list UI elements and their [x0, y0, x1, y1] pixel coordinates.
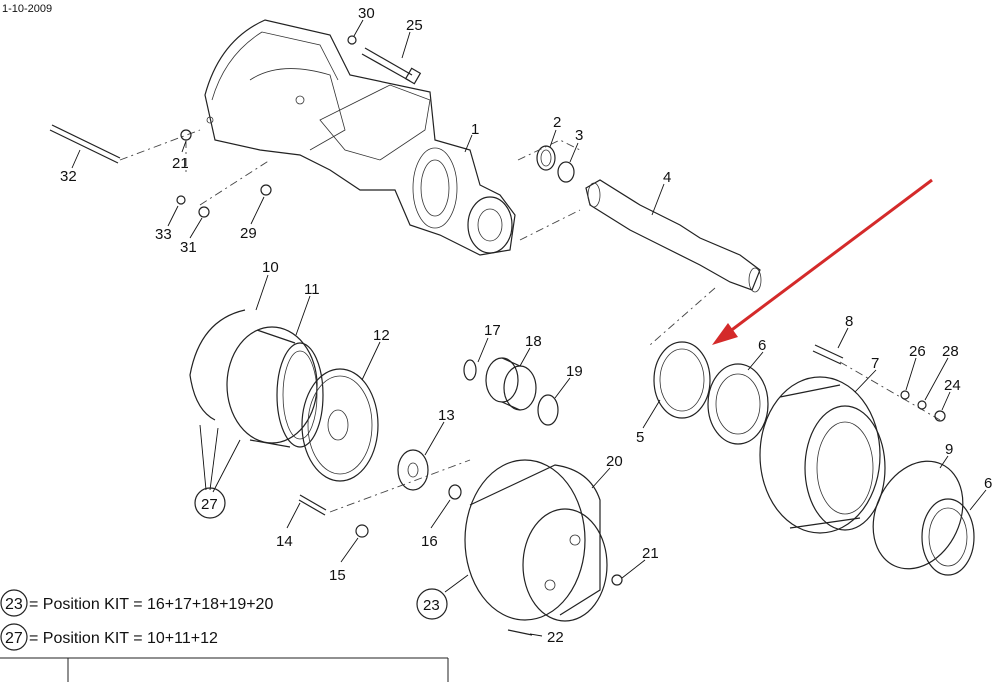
callout-14: 14	[276, 533, 293, 550]
callout-24: 24	[944, 377, 961, 394]
o-ring-9	[872, 460, 964, 570]
callout-33: 33	[155, 226, 172, 243]
callout-9: 9	[945, 441, 953, 458]
callout-3: 3	[575, 127, 583, 144]
nut-31	[198, 206, 210, 218]
ring-3	[557, 161, 575, 183]
legend-kit-circle-23	[0, 589, 28, 617]
bolt-25	[361, 47, 422, 85]
callout-22: 22	[547, 629, 564, 646]
callout-6-upper: 6	[758, 337, 766, 354]
stud-32	[49, 124, 201, 164]
callout-16: 16	[421, 533, 438, 550]
bolt-29	[260, 184, 272, 196]
needle-bearing-19	[537, 394, 559, 426]
bolt-14	[298, 494, 327, 516]
legend-kit-27: 27	[5, 630, 23, 647]
diagram-date: 1-10-2009	[2, 3, 52, 15]
callout-1: 1	[471, 121, 479, 138]
callout-26: 26	[909, 343, 926, 360]
callout-20: 20	[606, 453, 623, 470]
legend-text-23: = Position KIT = 16+17+18+19+20	[29, 596, 273, 613]
nut-21-upper	[180, 129, 192, 141]
bolt-22	[507, 629, 533, 636]
thrust-washer-13	[397, 449, 429, 491]
axle-shaft-4	[585, 179, 762, 293]
nut-30	[347, 35, 357, 45]
callout-12: 12	[373, 327, 390, 344]
seal-5	[653, 341, 711, 419]
leader-lines	[71, 19, 987, 637]
callout-23: 23	[423, 597, 440, 614]
callout-27: 27	[201, 496, 218, 513]
callout-32: 32	[60, 168, 77, 185]
callout-8: 8	[845, 313, 853, 330]
callout-21-lower: 21	[642, 545, 659, 562]
callout-15: 15	[329, 567, 346, 584]
ring-gear-11	[226, 326, 324, 448]
callout-17: 17	[484, 322, 501, 339]
callout-2: 2	[553, 114, 561, 131]
callout-30: 30	[358, 5, 375, 22]
callout-28: 28	[942, 343, 959, 360]
axle-housing	[204, 19, 516, 256]
seal-ring-2	[536, 145, 556, 171]
wheel-stud-8	[812, 344, 844, 365]
bearing-6-inner	[707, 363, 769, 445]
planet-housing-20	[464, 459, 608, 622]
plug-21-lower	[611, 574, 623, 586]
callout-27-circle	[194, 487, 226, 519]
washer-33	[176, 195, 186, 205]
snap-ring-17	[463, 359, 477, 381]
nut-15	[355, 524, 369, 538]
planet-carrier-gear-12	[301, 368, 379, 482]
callout-25: 25	[406, 17, 423, 34]
legend-text-27: = Position KIT = 10+11+12	[29, 630, 218, 647]
bearing-6-outer	[921, 498, 975, 576]
legend-kit-23: 23	[5, 596, 23, 613]
nut-24	[934, 410, 946, 422]
callout-13: 13	[438, 407, 455, 424]
callout-11: 11	[304, 281, 320, 298]
callout-18: 18	[525, 333, 542, 350]
callout-31: 31	[180, 239, 197, 256]
callout-23-circle	[416, 588, 448, 620]
snap-ring-10	[189, 309, 246, 421]
callout-19: 19	[566, 363, 583, 380]
callout-10: 10	[262, 259, 279, 276]
kit-legend: 23 = Position KIT = 16+17+18+19+20 27 = …	[0, 589, 449, 682]
wheel-hub-7	[759, 376, 886, 534]
callout-7: 7	[871, 355, 879, 372]
callout-4: 4	[663, 169, 671, 186]
nut-26	[900, 390, 910, 400]
callout-21-upper: 21	[172, 155, 189, 172]
washer-16	[448, 484, 462, 500]
callout-29: 29	[240, 225, 257, 242]
washer-28	[917, 400, 927, 410]
callout-6-lower: 6	[984, 475, 992, 492]
planet-gear-18	[485, 357, 537, 411]
callout-5: 5	[636, 429, 644, 446]
legend-kit-circle-27	[0, 623, 28, 651]
highlight-arrow	[712, 178, 933, 345]
